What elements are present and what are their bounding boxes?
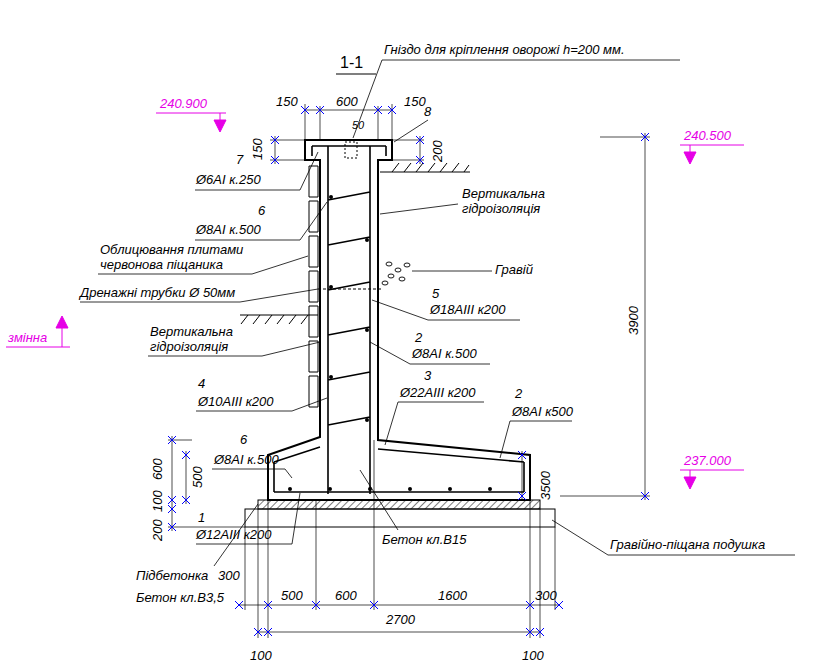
drain-pipe [318, 288, 382, 289]
elevation-mark: змінна [8, 330, 47, 345]
rebar-spec: Ø6AI к.250 [196, 172, 261, 187]
gravel [382, 262, 410, 285]
dimension-text: 300 [535, 588, 557, 603]
dimension-text: 3500 [538, 471, 553, 500]
dimension-text: 600 [335, 588, 357, 603]
dimension-ticks [168, 106, 649, 636]
elevation-mark: 240.500 [684, 128, 731, 143]
sandstone-facing [309, 166, 318, 407]
rebar-spec: Ø18AIII к200 [430, 302, 506, 317]
dimension-text: 100 [522, 648, 544, 663]
note: Вертикальна гідроізоляція [150, 324, 265, 354]
dimension-text: 50 [352, 118, 364, 133]
dimension-text: 1600 [438, 588, 467, 603]
dimension-text: 200 [150, 519, 165, 541]
rebar-spec: Ø10AIII к200 [198, 394, 274, 409]
dimension-lines [168, 104, 650, 638]
rebar-spec: Ø8AI к.500 [412, 346, 477, 361]
dimension-text: 150 [276, 94, 298, 109]
callout-number: 2 [415, 330, 422, 345]
ground-line [240, 163, 470, 324]
callout-number: 8 [424, 104, 431, 119]
dimension-text: 100 [250, 648, 272, 663]
note: Гніздо для кріплення оворожі h=200 мм. [384, 42, 625, 57]
rebar-spec: Ø8AI к.500 [196, 222, 261, 237]
gravel-sand-cushion [245, 509, 555, 527]
callout-number: 1 [198, 510, 205, 525]
note: Підбетонка [136, 568, 208, 583]
callout-number: 6 [240, 432, 247, 447]
note: Облицювання плитами червонова піщаника [100, 242, 250, 272]
fence-socket [345, 142, 357, 158]
callout-number: 4 [198, 376, 205, 391]
elevation-leaders [6, 113, 744, 477]
dimension-text: 150 [250, 138, 265, 160]
note: Бетон кл.B3,5 [136, 590, 224, 605]
leader-lines [80, 60, 795, 566]
note: Дренажні трубки Ø 50мм [80, 285, 235, 300]
dimension-text: 300 [218, 568, 240, 583]
rebar-spec: Ø12AIII к200 [196, 527, 272, 542]
dimension-text: 200 [430, 140, 445, 162]
callout-number: 7 [236, 152, 243, 167]
dimension-text: 600 [336, 94, 358, 109]
note: Гравійно-піщана подушка [610, 537, 765, 552]
dimension-text: 3900 [626, 306, 641, 335]
dimension-text: 600 [150, 458, 165, 480]
rebar-spec: Ø22AIII к200 [400, 385, 476, 400]
elevation-markers [56, 120, 696, 489]
section-title: 1-1 [340, 54, 363, 72]
callout-number: 5 [432, 286, 439, 301]
rebar-spec: Ø8AI к500 [512, 404, 573, 419]
dimension-text: 150 [404, 94, 426, 109]
callout-number: 2 [515, 386, 522, 401]
elevation-mark: 240.900 [160, 96, 207, 111]
elevation-mark: 237.000 [684, 453, 731, 468]
note: Бетон кл.B15 [382, 532, 466, 547]
title-underline [336, 73, 376, 74]
dimension-text: 2700 [386, 612, 415, 627]
dimension-text: 500 [190, 466, 205, 488]
rebar-dots [288, 195, 492, 491]
note: Вертикальна гідроізоляція [462, 186, 582, 216]
callout-number: 3 [424, 368, 431, 383]
note: Гравій [495, 262, 533, 277]
lean-concrete [258, 500, 540, 509]
dimension-text: 500 [281, 588, 303, 603]
dimension-text: 100 [150, 490, 165, 512]
callout-number: 6 [258, 203, 265, 218]
rebar-spec: Ø8AI к.500 [214, 452, 279, 467]
